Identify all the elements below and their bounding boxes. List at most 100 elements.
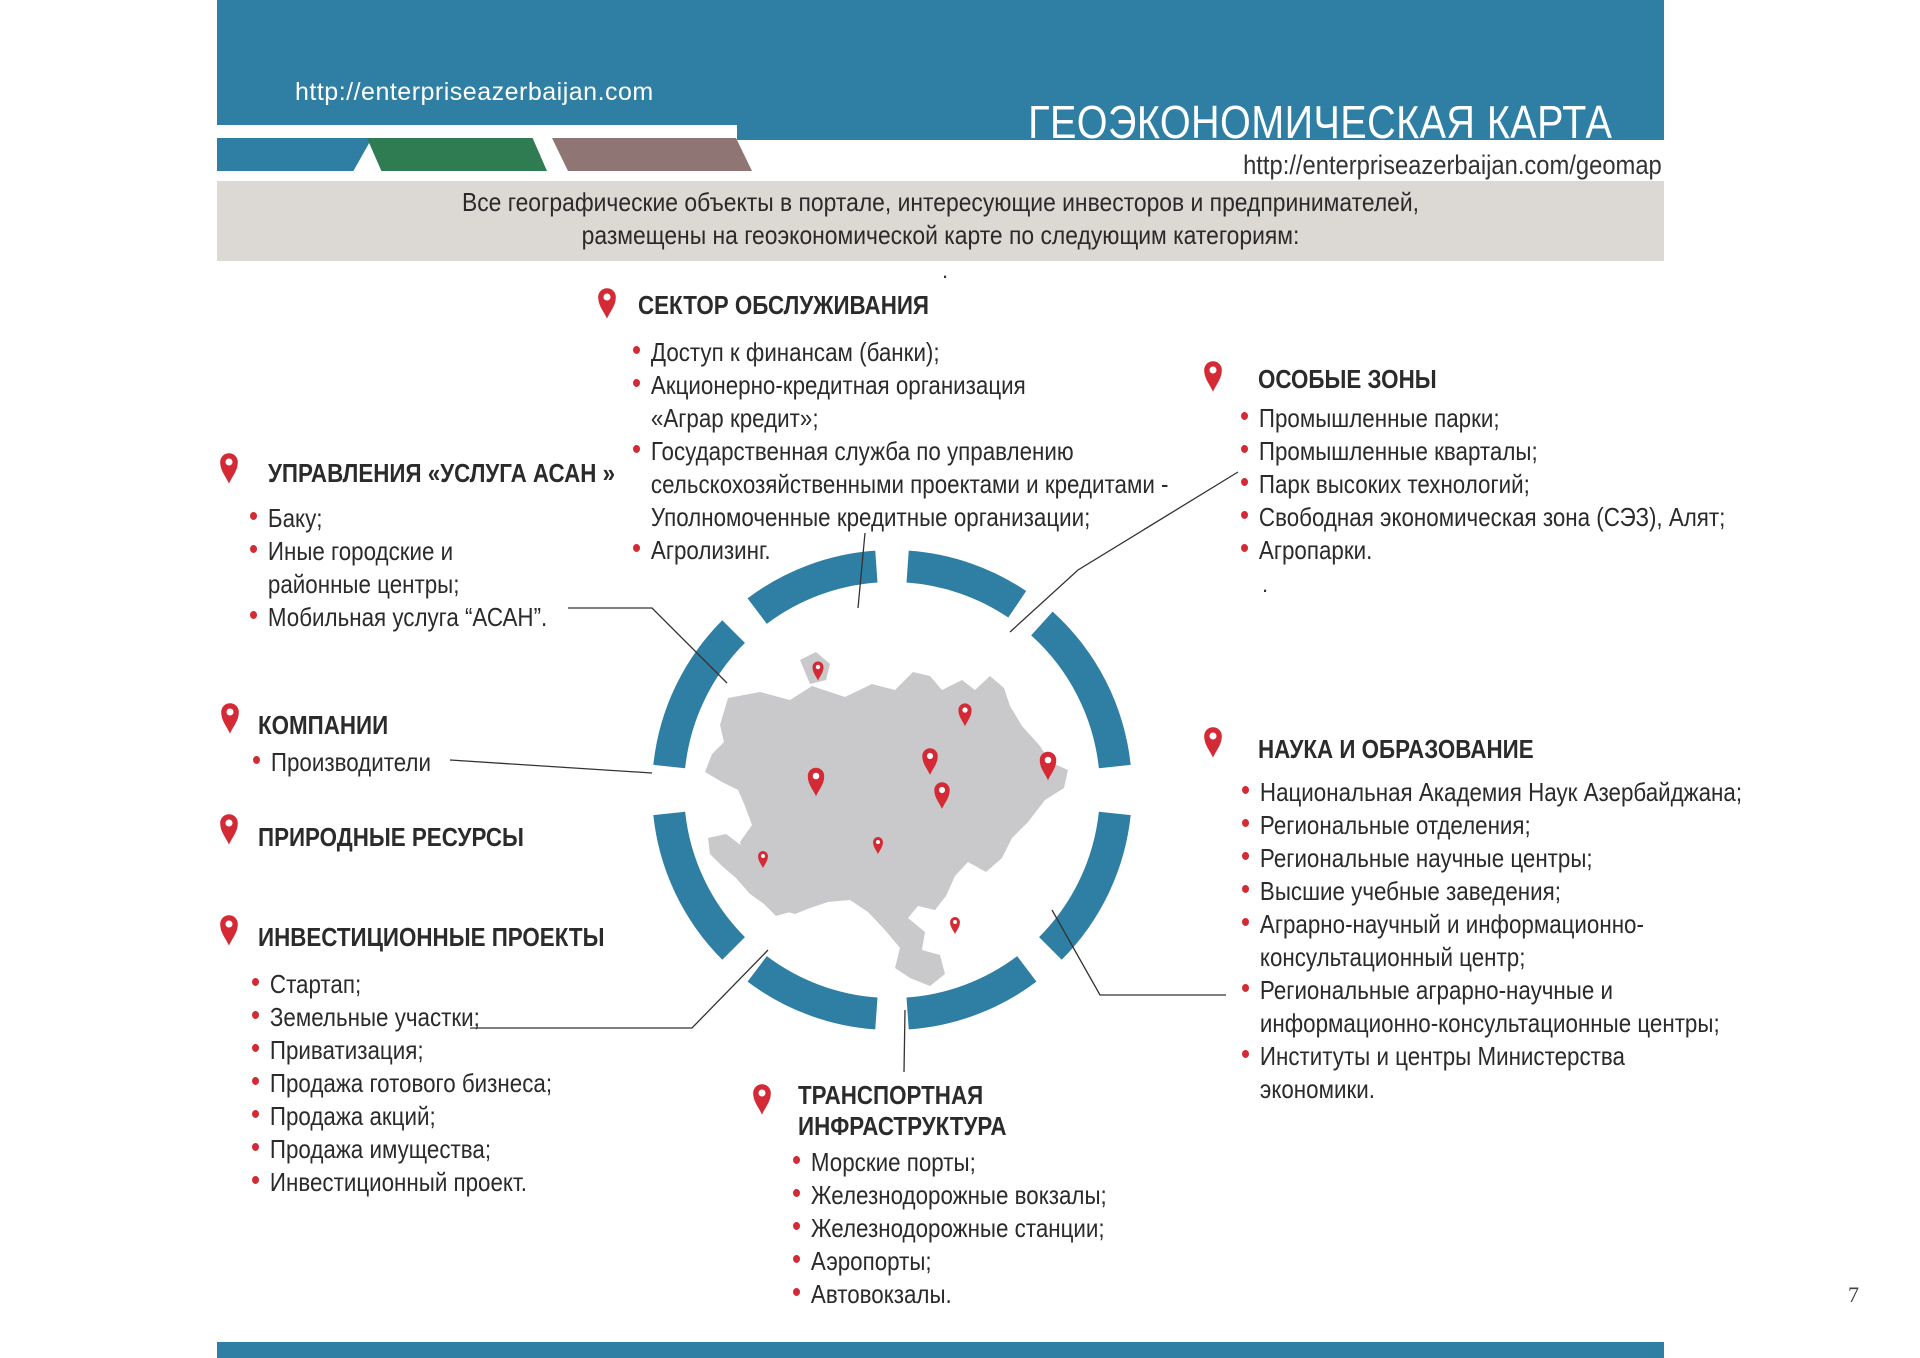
page-title: ГЕОЭКОНОМИЧЕСКАЯ КАРТА <box>1027 96 1612 148</box>
category-list-companies: Производители <box>252 744 431 779</box>
list-item: информационно-консультационные центры; <box>1259 1008 1720 1038</box>
map-pin-icon <box>221 703 239 734</box>
list-item: Аэропорты; <box>792 1243 1107 1278</box>
map-pin-icon <box>1204 361 1222 392</box>
ring-segment <box>906 956 1037 1030</box>
list-item: Региональные аграрно-научные и <box>1241 972 1742 1007</box>
category-title-transport-line2: ИНФРАСТРУКТУРА <box>798 1111 1007 1141</box>
category-title-transport-line1: ТРАНСПОРТНАЯ <box>798 1080 984 1110</box>
list-item: Продажа имущества; <box>251 1131 552 1166</box>
list-item: Региональные отделения; <box>1241 807 1742 842</box>
list-item: консультационный центр; <box>1259 942 1526 972</box>
list-item: Приватизация; <box>251 1032 552 1067</box>
category-list-transport: Морские порты; Железнодорожные вокзалы; … <box>792 1144 1107 1311</box>
intro-band <box>217 181 1664 261</box>
map-pin-icon <box>873 837 883 855</box>
category-list-science: Национальная Академия Наук Азербайджана;… <box>1241 774 1742 1106</box>
category-pins <box>220 288 1222 1115</box>
stray-dot: . <box>942 258 949 283</box>
category-list-zones: Промышленные парки; Промышленные квартал… <box>1240 400 1725 567</box>
list-item: Иные городские и <box>249 533 547 568</box>
list-item: Высшие учебные заведения; <box>1241 873 1742 908</box>
map-pin-icon <box>758 851 768 869</box>
list-item: Государственная служба по управлению <box>632 433 1168 468</box>
map-pin-icon <box>753 1084 771 1115</box>
ring-segment <box>747 550 878 624</box>
map-pin-icon <box>807 767 825 797</box>
list-item: Мобильная услуга “АСАН”. <box>249 599 547 634</box>
list-item: Морские порты; <box>792 1144 1107 1179</box>
list-item: Национальная Академия Наук Азербайджана; <box>1241 774 1742 809</box>
map-pin-icon <box>922 748 938 775</box>
list-item: экономики. <box>1259 1074 1375 1104</box>
list-item: Аграрно-научный и информационно- <box>1241 906 1742 941</box>
geomap-url[interactable]: http://enterpriseazerbaijan.com/geomap <box>1243 150 1662 180</box>
decorative-stripes <box>217 138 752 171</box>
category-title-service: СЕКТОР ОБСЛУЖИВАНИЯ <box>638 290 930 320</box>
nakhchivan-map-icon <box>708 834 795 916</box>
map-pin-icon <box>1039 751 1057 781</box>
connector-line <box>1051 909 1226 996</box>
category-title-projects: ИНВЕСТИЦИОННЫЕ ПРОЕКТЫ <box>258 922 605 952</box>
connector-line <box>568 607 728 684</box>
ring-segment <box>906 550 1027 618</box>
list-item: Агролизинг. <box>632 532 1168 567</box>
map-pin-icon <box>950 917 960 935</box>
ring-segment <box>1031 611 1131 769</box>
stripe-blue <box>217 138 372 171</box>
ring-segment <box>653 811 745 960</box>
category-list-projects: Стартап; Земельные участки; Приватизация… <box>251 966 552 1199</box>
list-item: Земельные участки; <box>251 999 552 1034</box>
stripe-brown <box>552 138 752 171</box>
list-item: Свободная экономическая зона (СЭЗ), Алят… <box>1240 499 1725 534</box>
list-item: сельскохозяйственными проектами и кредит… <box>650 469 1169 499</box>
ring-segment <box>1039 811 1131 960</box>
map-pins <box>758 661 1057 935</box>
site-url[interactable]: http://enterpriseazerbaijan.com <box>295 78 654 106</box>
stripe-green <box>367 138 547 171</box>
list-item: Автовокзалы. <box>792 1276 1107 1311</box>
list-item: Производители <box>252 744 431 779</box>
list-item: Железнодорожные станции; <box>792 1210 1107 1245</box>
connector-line <box>1009 471 1239 633</box>
ring-segment <box>653 620 745 769</box>
header-band <box>217 0 1664 140</box>
category-title-transport: ТРАНСПОРТНАЯ ИНФРАСТРУКТУРА <box>798 1080 1006 1142</box>
list-item: Баку; <box>249 500 547 535</box>
list-item: «Аграр кредит»; <box>650 403 819 433</box>
map-pin-icon <box>812 661 824 681</box>
list-item: Промышленные кварталы; <box>1240 433 1725 468</box>
list-item: Институты и центры Министерства <box>1241 1038 1742 1073</box>
page-number: 7 <box>1848 1282 1859 1307</box>
category-list-asan: Баку; Иные городские и районные центры; … <box>249 500 547 634</box>
intro-line-1: Все географические объекты в портале, ин… <box>461 187 1420 217</box>
list-item: Продажа акций; <box>251 1098 552 1133</box>
map-pin-icon <box>958 703 972 727</box>
map-pin-icon <box>220 915 238 946</box>
ring-segment <box>747 956 878 1030</box>
connector-line <box>449 759 653 774</box>
segmented-ring <box>653 550 1131 1030</box>
list-item: Инвестиционный проект. <box>251 1164 552 1199</box>
category-title-companies: КОМПАНИИ <box>258 710 389 740</box>
list-item: Парк высоких технологий; <box>1240 466 1725 501</box>
map-pin-icon <box>1204 727 1222 758</box>
map-pin-icon <box>934 782 950 809</box>
connector-line <box>903 1009 906 1073</box>
intro-text: Все географические объекты в портале, ин… <box>304 186 1577 252</box>
list-item: Региональные научные центры; <box>1241 840 1742 875</box>
category-title-asan: УПРАВЛЕНИЯ «УСЛУГА АСАН » <box>268 458 616 488</box>
intro-line-2: размещены на геоэкономической карте по с… <box>581 220 1300 250</box>
list-item: Продажа готового бизнеса; <box>251 1065 552 1100</box>
stray-dot: . <box>1262 572 1269 597</box>
list-item: Агропарки. <box>1240 532 1725 567</box>
category-title-resources: ПРИРОДНЫЕ РЕСУРСЫ <box>258 822 524 852</box>
map-pin-icon <box>220 814 238 845</box>
list-item: районные центры; <box>267 569 460 599</box>
list-item: Промышленные парки; <box>1240 400 1725 435</box>
category-list-service: Доступ к финансам (банки); Акционерно-кр… <box>632 334 1169 567</box>
category-title-zones: ОСОБЫЕ ЗОНЫ <box>1258 364 1437 394</box>
azerbaijan-map-icon <box>705 672 1068 986</box>
list-item: Акционерно-кредитная организация <box>632 367 1168 402</box>
